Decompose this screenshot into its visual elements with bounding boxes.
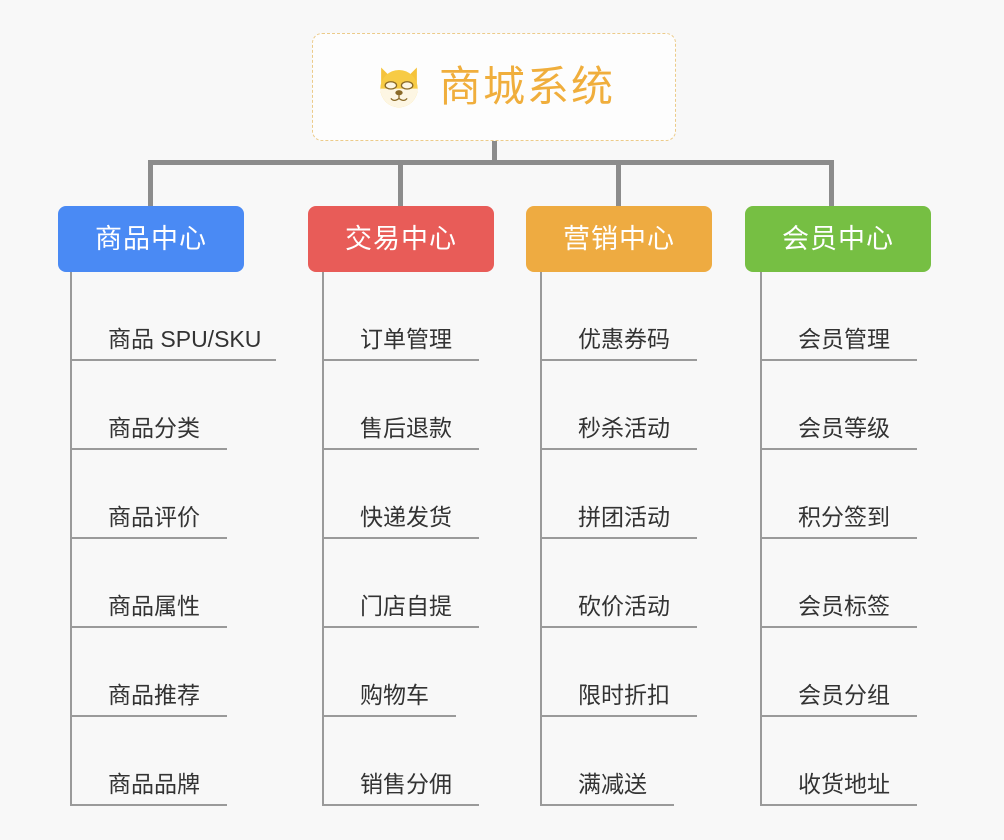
branch-spine-0 — [70, 272, 72, 806]
list-item[interactable]: 满减送 — [540, 717, 674, 806]
dog-face-icon — [373, 61, 425, 113]
list-item[interactable]: 优惠券码 — [540, 272, 697, 361]
category-label-0: 商品中心 — [95, 223, 207, 254]
leaf-label: 限时折扣 — [578, 682, 670, 708]
list-item[interactable]: 会员分组 — [760, 628, 917, 717]
branch-spine-3 — [760, 272, 762, 806]
connector-drop-0 — [148, 160, 153, 206]
connector-drop-2 — [616, 160, 621, 206]
connector-drop-1 — [398, 160, 403, 206]
leaf-label: 拼团活动 — [578, 504, 670, 530]
category-label-3: 会员中心 — [782, 223, 894, 254]
list-item[interactable]: 秒杀活动 — [540, 361, 697, 450]
leaf-label: 商品属性 — [108, 593, 200, 619]
branch-spine-1 — [322, 272, 324, 806]
list-item[interactable]: 商品推荐 — [70, 628, 227, 717]
list-item[interactable]: 商品分类 — [70, 361, 227, 450]
leaf-label: 会员标签 — [798, 593, 890, 619]
leaf-label: 积分签到 — [798, 504, 890, 530]
connector-bus — [148, 160, 834, 165]
list-item[interactable]: 快递发货 — [322, 450, 479, 539]
list-item[interactable]: 商品品牌 — [70, 717, 227, 806]
leaf-label: 商品品牌 — [108, 771, 200, 797]
leaf-label: 秒杀活动 — [578, 415, 670, 441]
list-item[interactable]: 销售分佣 — [322, 717, 479, 806]
list-item[interactable]: 砍价活动 — [540, 539, 697, 628]
category-box-0[interactable]: 商品中心 — [58, 206, 244, 272]
leaf-label: 满减送 — [578, 771, 647, 797]
leaf-label: 购物车 — [360, 682, 429, 708]
list-item[interactable]: 积分签到 — [760, 450, 917, 539]
list-item[interactable]: 商品评价 — [70, 450, 227, 539]
leaf-label: 商品推荐 — [108, 682, 200, 708]
list-item[interactable]: 限时折扣 — [540, 628, 697, 717]
leaf-label: 商品 SPU/SKU — [108, 326, 262, 352]
category-label-1: 交易中心 — [345, 223, 457, 254]
leaf-label: 销售分佣 — [360, 771, 452, 797]
root-connector-stem — [492, 141, 497, 163]
list-item[interactable]: 购物车 — [322, 628, 456, 717]
leaf-label: 商品评价 — [108, 504, 200, 530]
category-box-2[interactable]: 营销中心 — [526, 206, 712, 272]
leaf-label: 门店自提 — [360, 593, 452, 619]
root-title: 商城系统 — [438, 63, 615, 110]
list-item[interactable]: 订单管理 — [322, 272, 479, 361]
leaf-label: 快递发货 — [360, 504, 452, 530]
list-item[interactable]: 收货地址 — [760, 717, 917, 806]
leaf-label: 会员管理 — [798, 326, 890, 352]
leaf-label: 会员等级 — [798, 415, 890, 441]
branch-spine-2 — [540, 272, 542, 806]
list-item[interactable]: 商品属性 — [70, 539, 227, 628]
list-item[interactable]: 会员等级 — [760, 361, 917, 450]
list-item[interactable]: 门店自提 — [322, 539, 479, 628]
leaf-label: 砍价活动 — [578, 593, 670, 619]
leaf-label: 订单管理 — [360, 326, 452, 352]
category-box-3[interactable]: 会员中心 — [745, 206, 931, 272]
list-item[interactable]: 会员标签 — [760, 539, 917, 628]
leaf-label: 商品分类 — [108, 415, 200, 441]
list-item[interactable]: 拼团活动 — [540, 450, 697, 539]
leaf-label: 会员分组 — [798, 682, 890, 708]
category-label-2: 营销中心 — [563, 223, 675, 254]
leaf-label: 优惠券码 — [578, 326, 670, 352]
leaf-label: 收货地址 — [798, 771, 890, 797]
leaf-label: 售后退款 — [360, 415, 452, 441]
category-box-1[interactable]: 交易中心 — [308, 206, 494, 272]
list-item[interactable]: 会员管理 — [760, 272, 917, 361]
root-node[interactable]: 商城系统 — [312, 33, 676, 141]
list-item[interactable]: 售后退款 — [322, 361, 479, 450]
connector-drop-3 — [829, 160, 834, 206]
list-item[interactable]: 商品 SPU/SKU — [70, 272, 276, 361]
